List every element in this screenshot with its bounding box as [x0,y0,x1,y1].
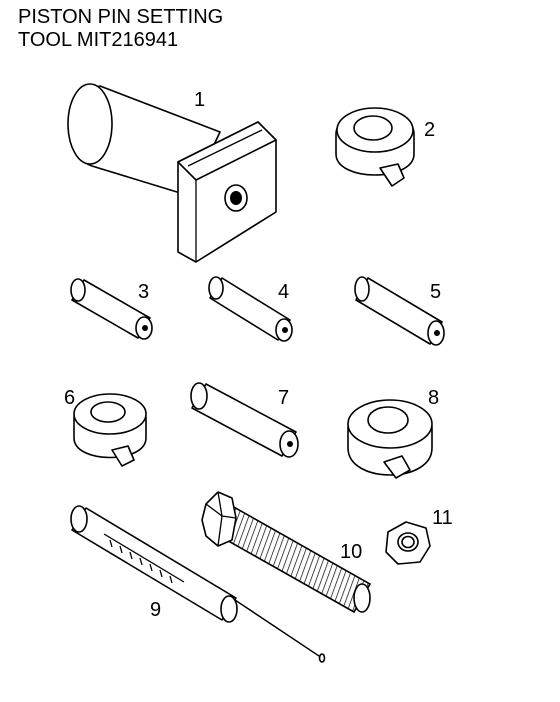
label-5: 5 [430,281,441,303]
part-7-pin [190,382,299,458]
part-5-pin [354,276,445,346]
diagram-title: PISTON PIN SETTING TOOL MIT216941 [18,6,223,52]
part-6-collar [73,393,147,467]
title-line-2: TOOL MIT216941 [18,29,179,51]
part-4-pin [208,276,293,342]
label-8: 8 [428,387,439,409]
label-3: 3 [138,281,149,303]
title-line-1: PISTON PIN SETTING [18,6,224,28]
part-1-guide-block [67,83,277,263]
part-3-pin [70,278,153,340]
part-11-hex-nut [385,521,431,565]
label-6: 6 [64,387,75,409]
part-2-collar [335,107,415,187]
label-10: 10 [340,541,362,563]
part-10-bolt [201,491,372,614]
label-2: 2 [424,119,435,141]
part-9-graduated-rod [70,505,326,663]
label-7: 7 [278,387,289,409]
part-8-collar [347,399,433,479]
label-9: 9 [150,599,161,621]
label-11: 11 [432,507,453,529]
label-1: 1 [194,89,205,111]
label-4: 4 [278,281,289,303]
